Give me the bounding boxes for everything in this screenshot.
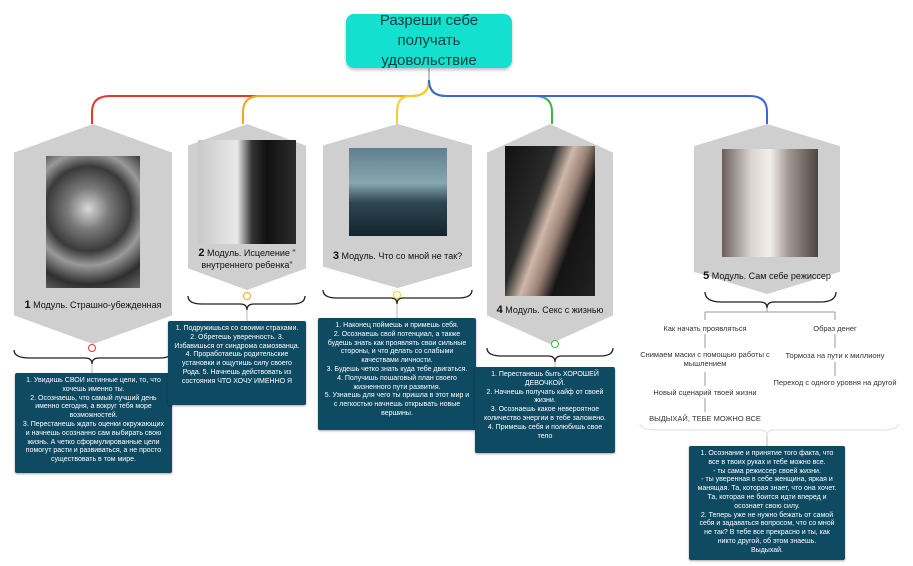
- module-5-right-item-2[interactable]: Переход с одного уровня на другой: [773, 378, 897, 387]
- module-5-left-title[interactable]: Как начать проявляться: [663, 324, 747, 333]
- branch-line-2: [242, 79, 430, 124]
- module-5-image: [722, 149, 818, 257]
- module-2-label: 2 Модуль. Исцеление " внутреннего ребенк…: [198, 247, 296, 270]
- branch-line-4: [428, 79, 553, 124]
- root-title: Разреши себе получать удовольствие: [379, 12, 479, 69]
- module-1-text-box[interactable]: 1. Увидишь СВОИ истинные цели, то, что х…: [15, 373, 172, 473]
- module-5-left-item-2[interactable]: Новый сценарий твоей жизни: [653, 388, 757, 397]
- module-5-text-box[interactable]: 1. Осознание и принятие того факта, что …: [689, 446, 845, 560]
- branch-line-3: [396, 79, 430, 124]
- submap-lines: [704, 308, 836, 412]
- module-5-left-item-1[interactable]: Снимаем маски с помощью работы с мышлени…: [640, 350, 770, 368]
- module-3-label: 3 Модуль. Что со мной не так?: [332, 250, 463, 262]
- module-4-text-box[interactable]: 1. Перестанешь быть ХОРОШЕЙ ДЕВОЧКОЙ. 2.…: [475, 367, 615, 453]
- module-5-label: 5 Модуль. Сам себе режиссер: [703, 270, 831, 282]
- module-4-badge[interactable]: [551, 340, 559, 348]
- module-2-image: [198, 140, 296, 244]
- module-2-badge[interactable]: [243, 292, 251, 300]
- module-3-badge[interactable]: [393, 291, 401, 299]
- module-3-text-box[interactable]: 1. Наконец поймешь и примешь себя. 2. Ос…: [318, 318, 476, 430]
- module-5-right-item-1[interactable]: Тормоза на пути к миллиону: [785, 351, 885, 360]
- brace-4: [486, 347, 614, 363]
- submap-brace: [639, 423, 899, 437]
- module-4-image: [505, 146, 595, 296]
- branch-line-5: [428, 79, 768, 124]
- module-2-text-box[interactable]: 1. Подружишься со своими страхами. 2. Об…: [168, 321, 306, 405]
- module-1-image: [46, 156, 140, 288]
- module-4-label: 4 Модуль. Секс с жизнью: [496, 304, 604, 316]
- module-1-badge[interactable]: [88, 344, 96, 352]
- brace-1: [13, 349, 173, 365]
- module-3-image: [349, 148, 447, 236]
- module-5-left-item-3[interactable]: ВЫДЫХАЙ, ТЕБЕ МОЖНО ВСЕ: [649, 414, 761, 423]
- branch-line-1: [91, 79, 430, 124]
- module-1-label: 1 Модуль. Страшно-убежденная: [24, 299, 162, 311]
- root-node[interactable]: Разреши себе получать удовольствие: [346, 12, 512, 69]
- module-5-right-title[interactable]: Образ денег: [813, 324, 857, 333]
- brace-5: [704, 291, 837, 309]
